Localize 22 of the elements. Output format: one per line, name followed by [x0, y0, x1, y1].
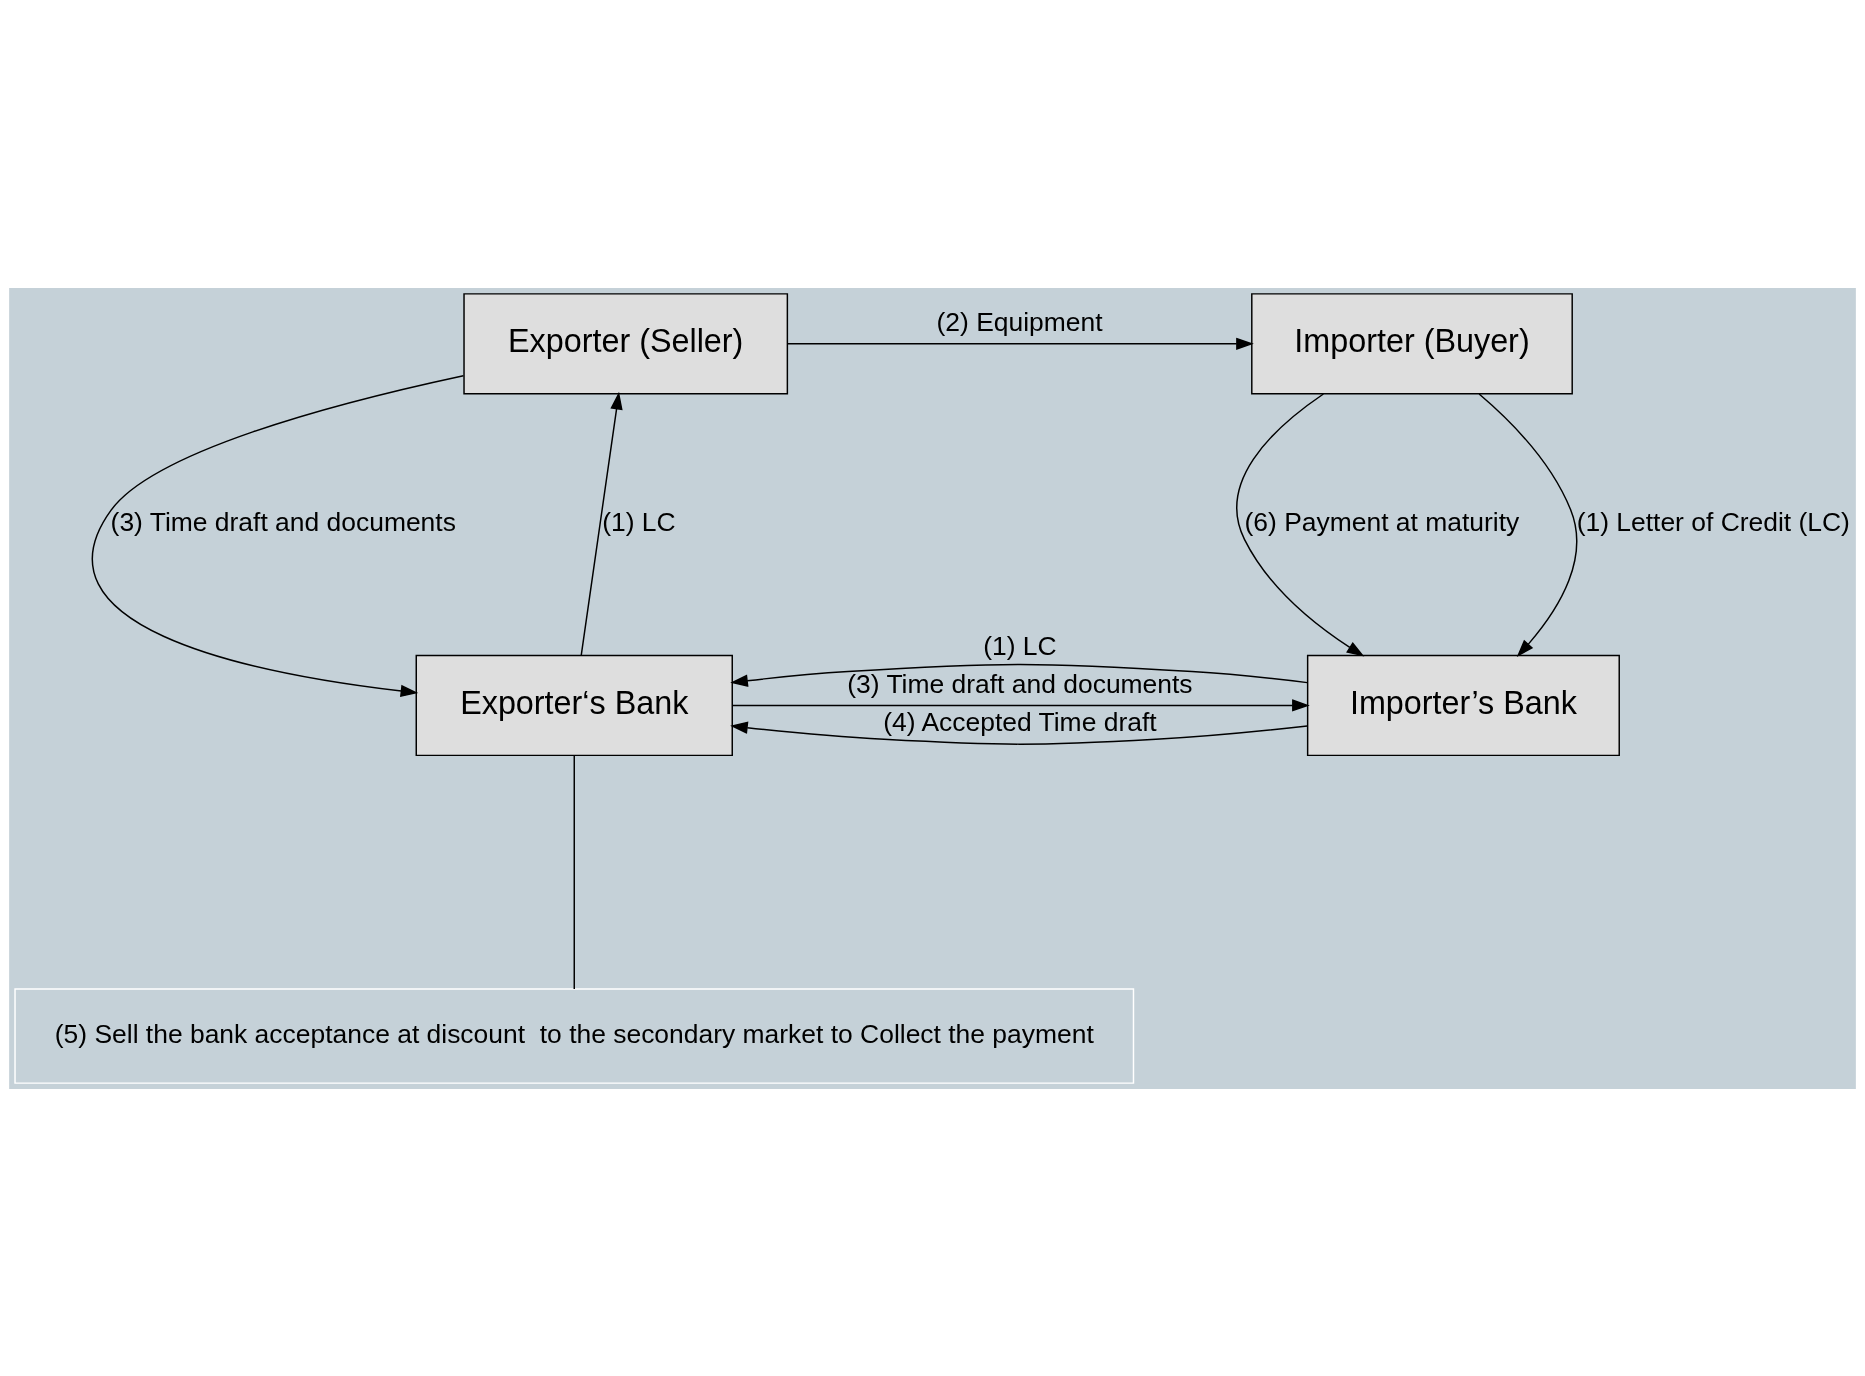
edge-label: (1) LC: [983, 630, 1057, 661]
node-box: Importer (Buyer): [1251, 292, 1573, 395]
connector: [573, 754, 575, 990]
edge-label: (1) LC: [602, 506, 676, 537]
edge-label: (2) Equipment: [936, 306, 1103, 337]
arrow: [1478, 392, 1578, 657]
node-box: Importer’s Bank: [1306, 654, 1620, 756]
edge-label: (1) Letter of Credit (LC): [1576, 506, 1850, 537]
edge-label: (6) Payment at maturity: [1244, 506, 1520, 537]
node-box: (5) Sell the bank acceptance at discount to the secondary market to Collect the payment: [14, 987, 1135, 1084]
arrow: [786, 337, 1254, 350]
edge-label: (3) Time draft and documents: [847, 668, 1193, 699]
edge-label: (4) Accepted Time draft: [883, 706, 1157, 737]
arrow: [1236, 392, 1365, 657]
node-box: Exporter‘s Bank: [415, 654, 733, 756]
arrow: [730, 721, 1308, 745]
arrow: [580, 391, 623, 656]
node-box: Exporter (Seller): [463, 292, 789, 395]
arrow: [91, 374, 465, 697]
arrow: [730, 663, 1308, 687]
arrow: [731, 698, 1310, 712]
edge-label: (3) Time draft and documents: [110, 506, 456, 537]
